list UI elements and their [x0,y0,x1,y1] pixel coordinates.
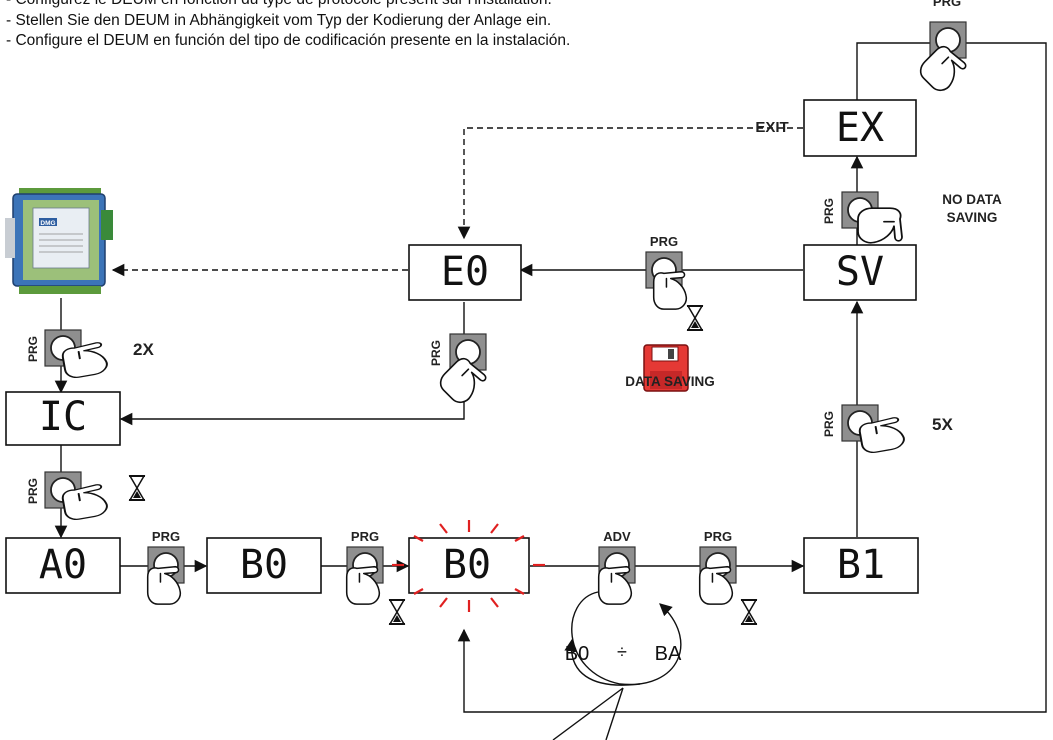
display-b1: B1 [804,538,918,593]
prg-label-no-save: PRG [822,198,836,224]
prg-label-b1-hold: PRG [704,529,732,544]
prg-button-a0-b0[interactable] [148,547,184,604]
range-separator: ÷ [617,642,627,662]
times-2-label: 2X [133,340,154,359]
press-hand-icon [654,272,687,309]
prg-button-b0-hold[interactable] [347,547,383,604]
svg-text:B1: B1 [837,542,885,588]
display-b0: B0 [207,538,321,593]
hourglass-icon [389,600,405,624]
svg-text:A0: A0 [39,542,87,588]
hourglass-icon [687,306,703,330]
display-a0: A0 [6,538,120,593]
svg-text:B0: B0 [443,542,491,588]
press-hand-icon [347,567,380,604]
press-hand-icon [700,567,733,604]
svg-text:B0: B0 [240,542,288,588]
svg-text:SV: SV [836,249,884,295]
adv-button[interactable] [599,547,635,604]
display-sv: SV [804,245,916,300]
prg-button-e0[interactable] [436,334,488,407]
no-data-saving-line1: NO DATA [942,192,1002,207]
display-ex: EX [804,100,916,156]
prg-label-top: PRG [933,0,961,9]
prg-button-no-save[interactable] [842,192,902,243]
prg-button-5x[interactable] [842,405,905,454]
prg-label-b0-hold: PRG [351,529,379,544]
exit-label: EXIT [755,119,788,136]
range-end: BA [655,643,682,665]
data-saving-label: DATA SAVING [625,374,715,389]
prg-label-hold-left: PRG [26,478,40,504]
press-hand-icon [148,567,181,604]
svg-text:IC: IC [39,394,87,440]
cycle-indicator: B0 ÷ BA [553,592,682,740]
no-data-saving-line2: SAVING [947,210,998,225]
press-hand-icon [858,208,902,243]
prg-label-a0-b0: PRG [152,529,180,544]
prg-button-b1-hold[interactable] [700,547,736,604]
times-5-label: 5X [932,415,953,434]
prg-label-2x: PRG [26,336,40,362]
hourglass-icon [129,476,145,500]
prg-button-top[interactable] [916,22,968,95]
display-b0-blinking: B0 [409,538,529,593]
display-ic: IC [6,392,120,445]
svg-text:EX: EX [836,105,884,151]
dmg-module-image: DMG [5,188,113,294]
range-start: B0 [565,643,589,665]
prg-label-5x: PRG [822,411,836,437]
prg-label-save: PRG [650,234,678,249]
press-hand-icon [599,567,632,604]
display-e0: E0 [409,245,521,300]
prg-button-2x[interactable] [45,330,108,379]
hourglass-icon [741,600,757,624]
adv-label: ADV [603,529,631,544]
svg-text:E0: E0 [441,249,489,295]
prg-button-save[interactable] [646,252,686,309]
prg-label-e0: PRG [429,340,443,366]
svg-text:DMG: DMG [40,220,55,227]
prg-button-hold-left[interactable] [45,472,108,521]
